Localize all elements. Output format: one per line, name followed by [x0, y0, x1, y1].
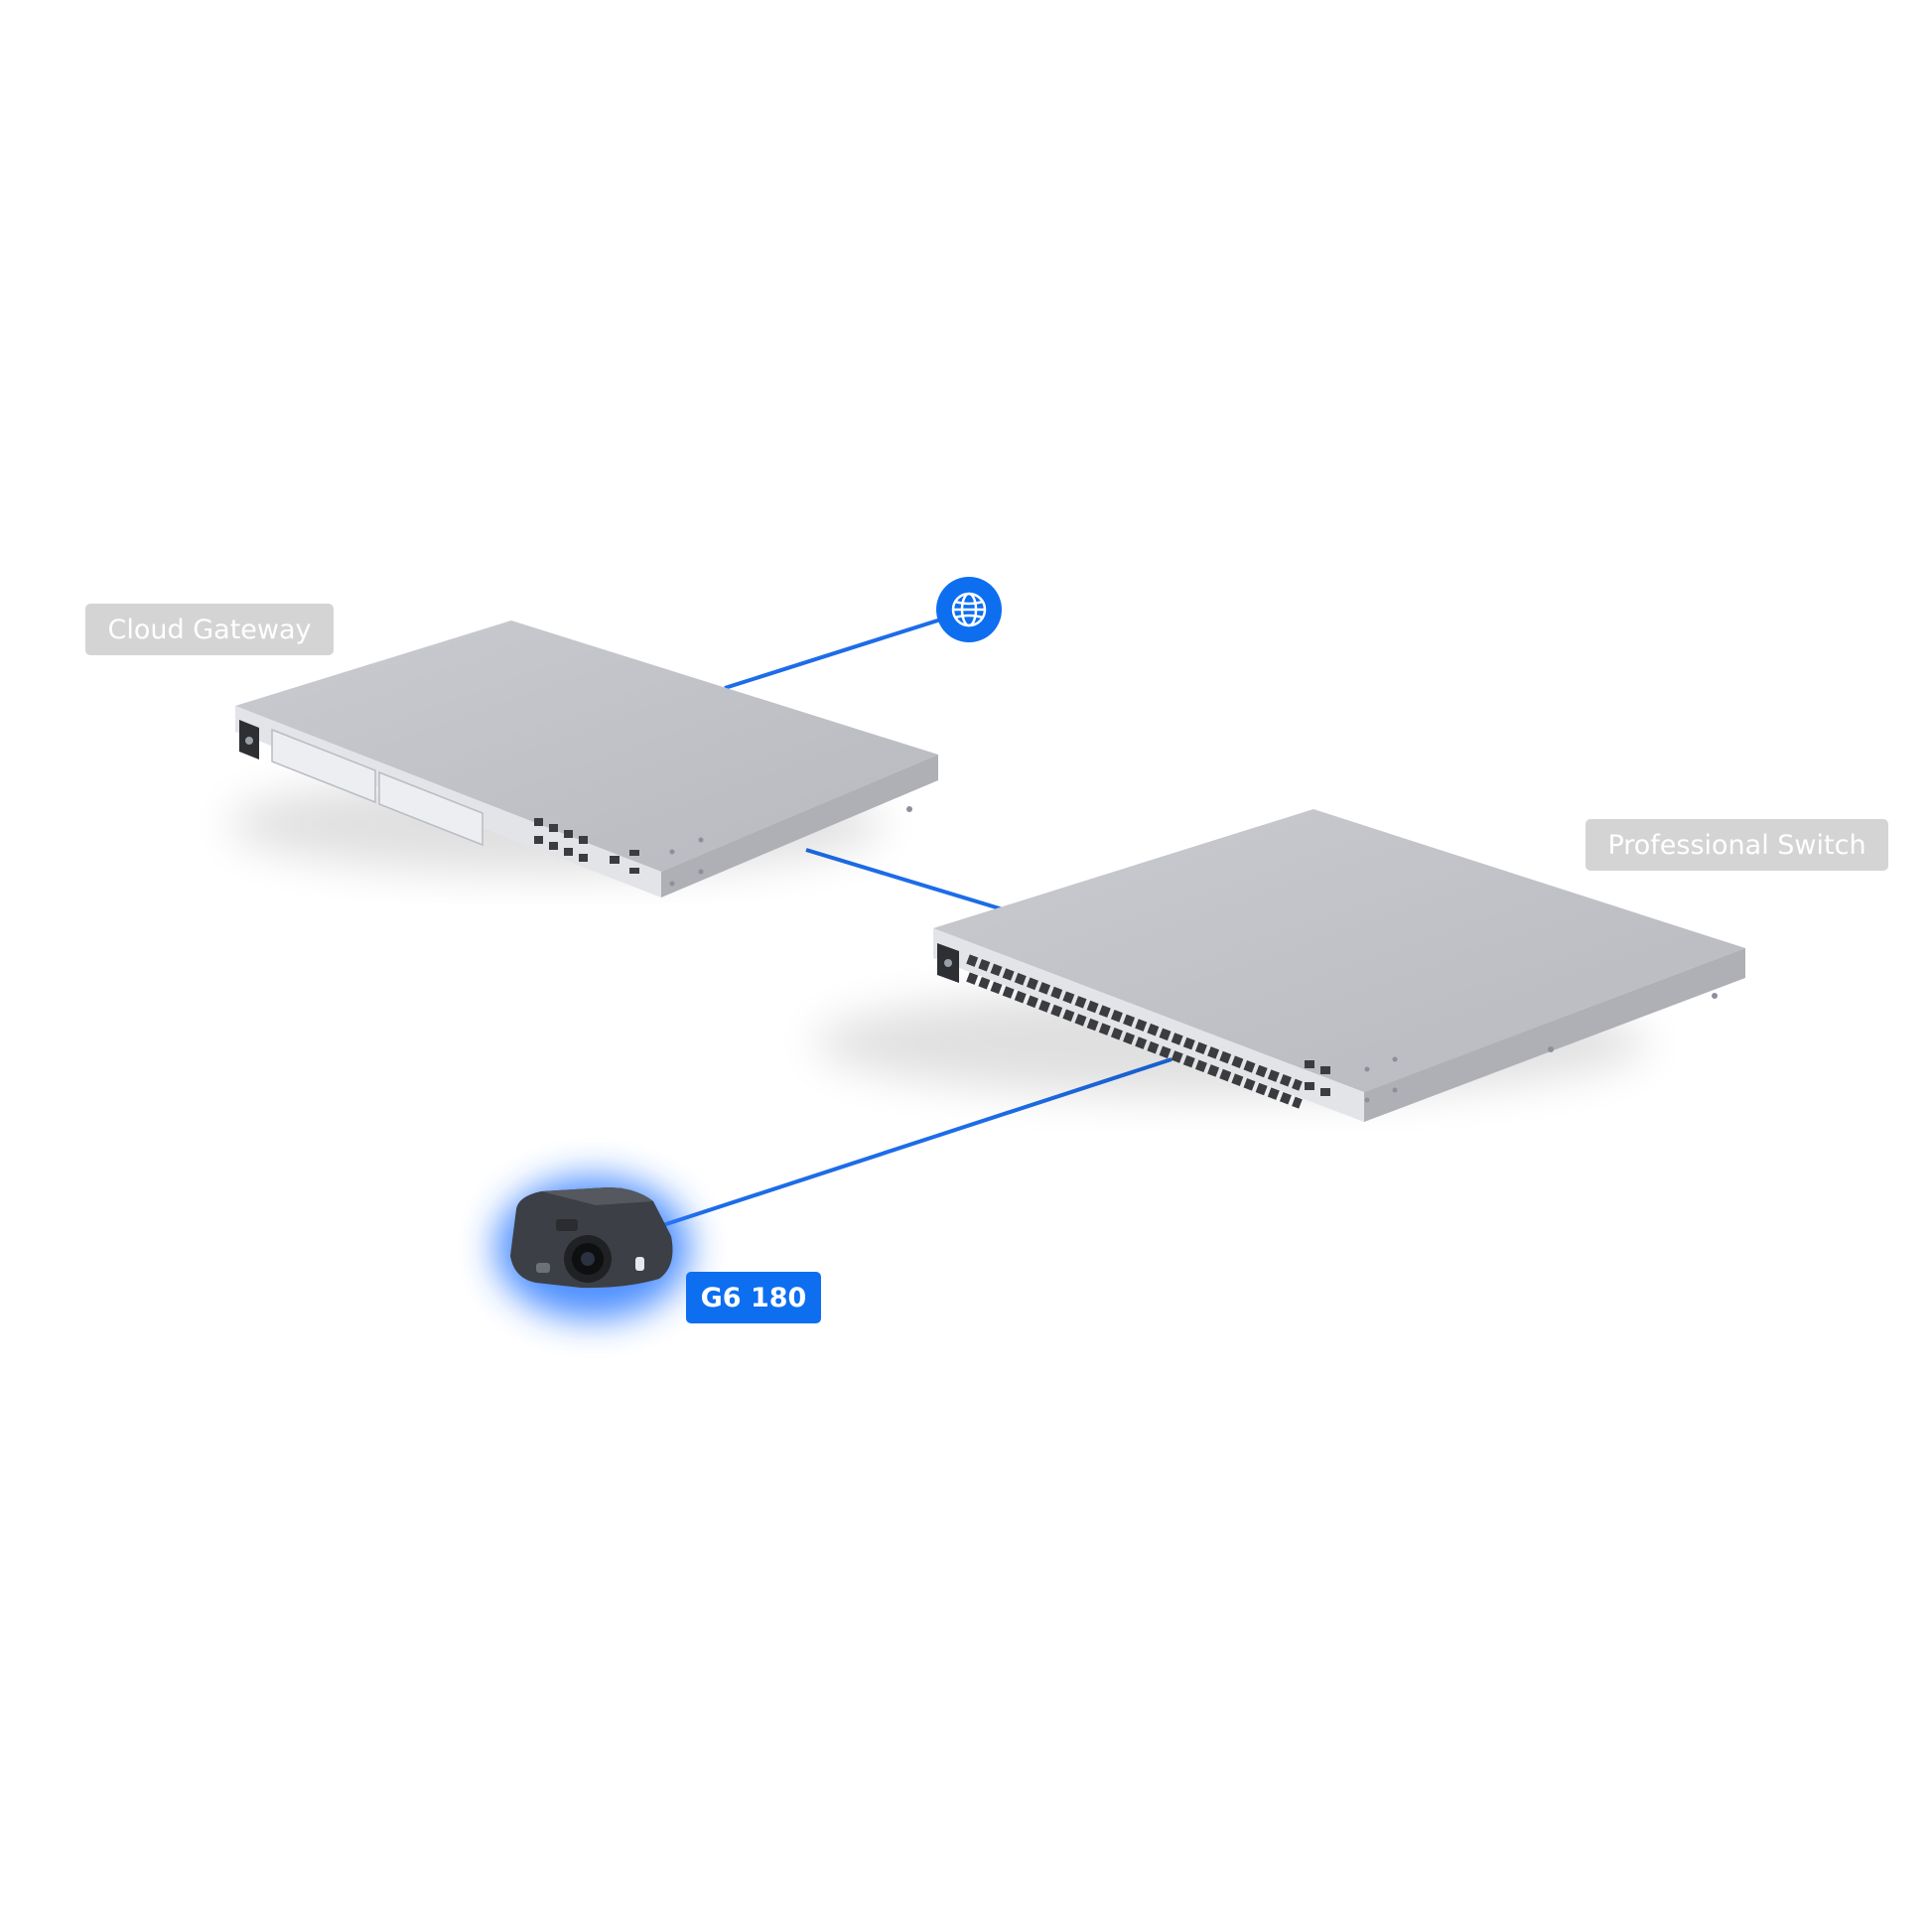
g6-180-camera[interactable]: [495, 1176, 690, 1319]
internet-node[interactable]: [936, 577, 1002, 642]
professional-switch-device[interactable]: [814, 809, 1745, 1122]
g6-180-camera-label[interactable]: G6 180: [686, 1272, 821, 1323]
link-gateway-switch: [805, 848, 1004, 911]
professional-switch-label[interactable]: Professional Switch: [1586, 819, 1888, 871]
gateway-ports: [534, 818, 639, 874]
switch-sfp-ports: [1305, 1060, 1330, 1096]
globe-icon: [951, 592, 987, 627]
link-internet-gateway: [724, 609, 970, 690]
cloud-gateway-label[interactable]: Cloud Gateway: [85, 604, 334, 655]
cloud-gateway-device[interactable]: [228, 621, 938, 897]
switch-ports: [966, 954, 1303, 1109]
